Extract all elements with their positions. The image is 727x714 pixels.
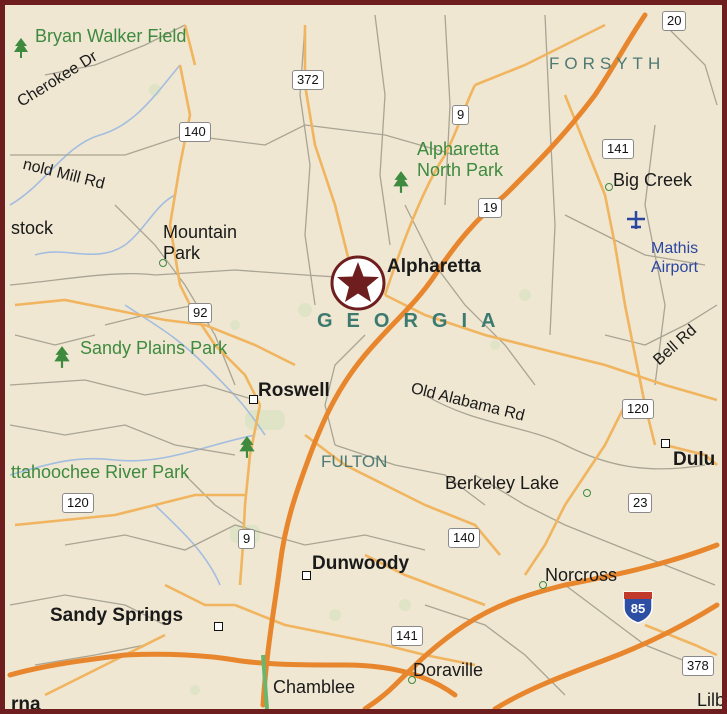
route-378-shield: 378 (682, 656, 714, 677)
town-label-dulu[interactable]: Dulu (673, 449, 716, 470)
county-label-forsyth: FORSYTH (549, 54, 666, 73)
town-label-big-creek[interactable]: Big Creek (613, 170, 693, 190)
interstate-85-shield: 85 (622, 590, 654, 624)
town-marker (302, 571, 311, 580)
airport-icon (625, 209, 647, 236)
town-marker (661, 439, 670, 448)
star-marker-icon (330, 255, 386, 311)
town-label-rna[interactable]: rna (11, 694, 41, 714)
city-label-dunwoody[interactable]: Dunwoody (312, 553, 410, 574)
town-marker (249, 395, 258, 404)
park-label-chattahoochee-river-park[interactable]: ttahoochee River Park (11, 462, 190, 482)
city-label-roswell[interactable]: Roswell (258, 380, 330, 401)
route-141-south-shield: 141 (391, 626, 423, 647)
town-marker (539, 581, 547, 589)
location-marker[interactable] (329, 254, 387, 317)
route-140-shield: 140 (179, 122, 211, 143)
park-label-alpharetta-north-park[interactable]: Alpharetta North Park (417, 139, 504, 180)
airplane-icon (627, 211, 645, 229)
town-marker (605, 183, 613, 191)
tree-icon (53, 345, 71, 374)
town-label-chamblee[interactable]: Chamblee (273, 677, 356, 697)
route-120-east-shield: 120 (622, 399, 654, 420)
city-label-sandy-springs[interactable]: Sandy Springs (50, 605, 184, 626)
state-label-georgia: GEORGIA (317, 310, 510, 332)
route-120-shield: 120 (62, 493, 94, 514)
town-label-norcross[interactable]: Norcross (545, 565, 618, 585)
route-141-shield: 141 (602, 139, 634, 160)
route-19-shield: 19 (478, 198, 503, 219)
route-23-shield: 23 (628, 493, 653, 514)
town-marker (408, 676, 416, 684)
park-label-bryan-walker-field[interactable]: Bryan Walker Field (35, 26, 187, 46)
town-label-stock[interactable]: stock (11, 218, 54, 238)
route-9-shield: 9 (452, 105, 470, 126)
tree-icon (392, 170, 410, 199)
town-marker (214, 622, 223, 631)
tree-icon (238, 435, 256, 464)
interstate-shield-icon (623, 591, 653, 624)
interstate-85-label: 85 (630, 601, 646, 616)
town-marker (159, 259, 167, 267)
tree-icon (13, 37, 29, 64)
route-372-shield: 372 (292, 70, 324, 91)
town-label-mountain-park[interactable]: Mountain Park (163, 222, 238, 263)
route-9-south-shield: 9 (238, 529, 256, 550)
county-label-fulton: FULTON (321, 452, 388, 471)
route-140-east-shield: 140 (448, 528, 480, 549)
town-label-lilb[interactable]: Lilb (697, 690, 726, 710)
park-label-sandy-plains-park[interactable]: Sandy Plains Park (80, 338, 228, 358)
airport-label-mathis[interactable]: Mathis Airport (651, 240, 699, 276)
town-marker (583, 489, 591, 497)
route-20-shield: 20 (662, 11, 687, 32)
town-label-berkeley-lake[interactable]: Berkeley Lake (445, 473, 560, 493)
city-label-alpharetta[interactable]: Alpharetta (387, 256, 481, 277)
town-label-doraville[interactable]: Doraville (413, 660, 484, 680)
route-92-shield: 92 (188, 303, 213, 324)
